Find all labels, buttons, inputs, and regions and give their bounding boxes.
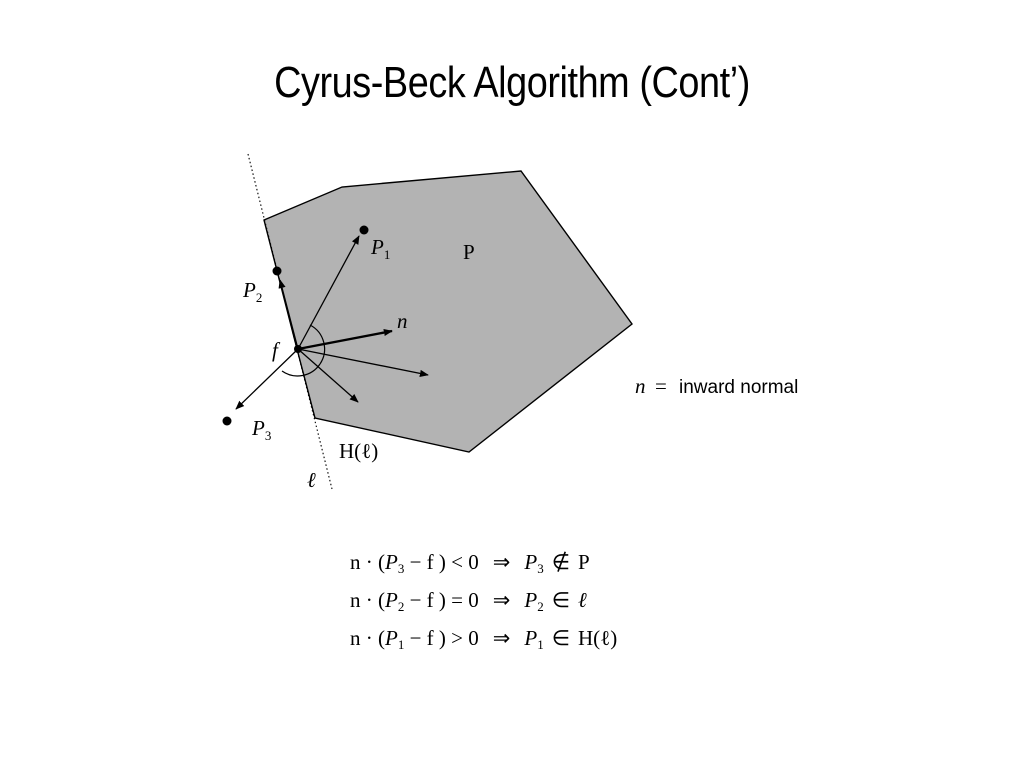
clip-line — [247, 153, 333, 490]
point-f — [294, 345, 302, 353]
angle-arc-right — [309, 324, 326, 365]
vector-to-p2 — [278, 279, 299, 350]
point-p1 — [359, 225, 369, 235]
eq-lhs: n · ( — [350, 550, 385, 574]
equation-row: n · (P3 − f ) < 0⇒P3∉P — [350, 550, 590, 576]
eq-lhs: n · ( — [350, 588, 385, 612]
angle-arc-left — [281, 363, 321, 377]
label-p3: P3 — [251, 416, 271, 443]
vector-down-right — [297, 348, 359, 403]
label-p1: P1 — [370, 235, 390, 262]
implies-symbol: ⇒ — [492, 550, 511, 574]
implies-symbol: ⇒ — [492, 588, 511, 612]
label-normal: n — [397, 309, 408, 333]
vector-right — [297, 348, 429, 377]
slide-title: Cyrus-Beck Algorithm (Cont’) — [274, 58, 750, 107]
legend-n: n — [635, 374, 646, 398]
point-p3 — [222, 416, 232, 426]
eq-lhs: n · ( — [350, 626, 385, 650]
label-f: f — [272, 338, 281, 362]
label-line: ℓ — [307, 468, 316, 492]
legend-text: inward normal — [679, 377, 798, 398]
label-polygon: P — [463, 240, 475, 264]
equation-row: n · (P1 − f ) > 0⇒P1∈H(ℓ) — [350, 626, 618, 652]
point-p2 — [272, 266, 282, 276]
polygon-shape — [263, 170, 633, 453]
legend-equals: = — [655, 374, 667, 398]
label-p2: P2 — [242, 278, 262, 305]
vector-to-p3 — [235, 348, 299, 410]
equations: n · (P3 − f ) < 0⇒P3∉P n · (P2 − f ) = 0… — [350, 548, 617, 662]
equation-row: n · (P2 − f ) = 0⇒P2∈ℓ — [350, 588, 587, 614]
label-halfplane: H(ℓ) — [339, 439, 378, 463]
implies-symbol: ⇒ — [492, 626, 511, 650]
vector-to-p1 — [297, 235, 360, 350]
normal-vector — [297, 328, 393, 351]
